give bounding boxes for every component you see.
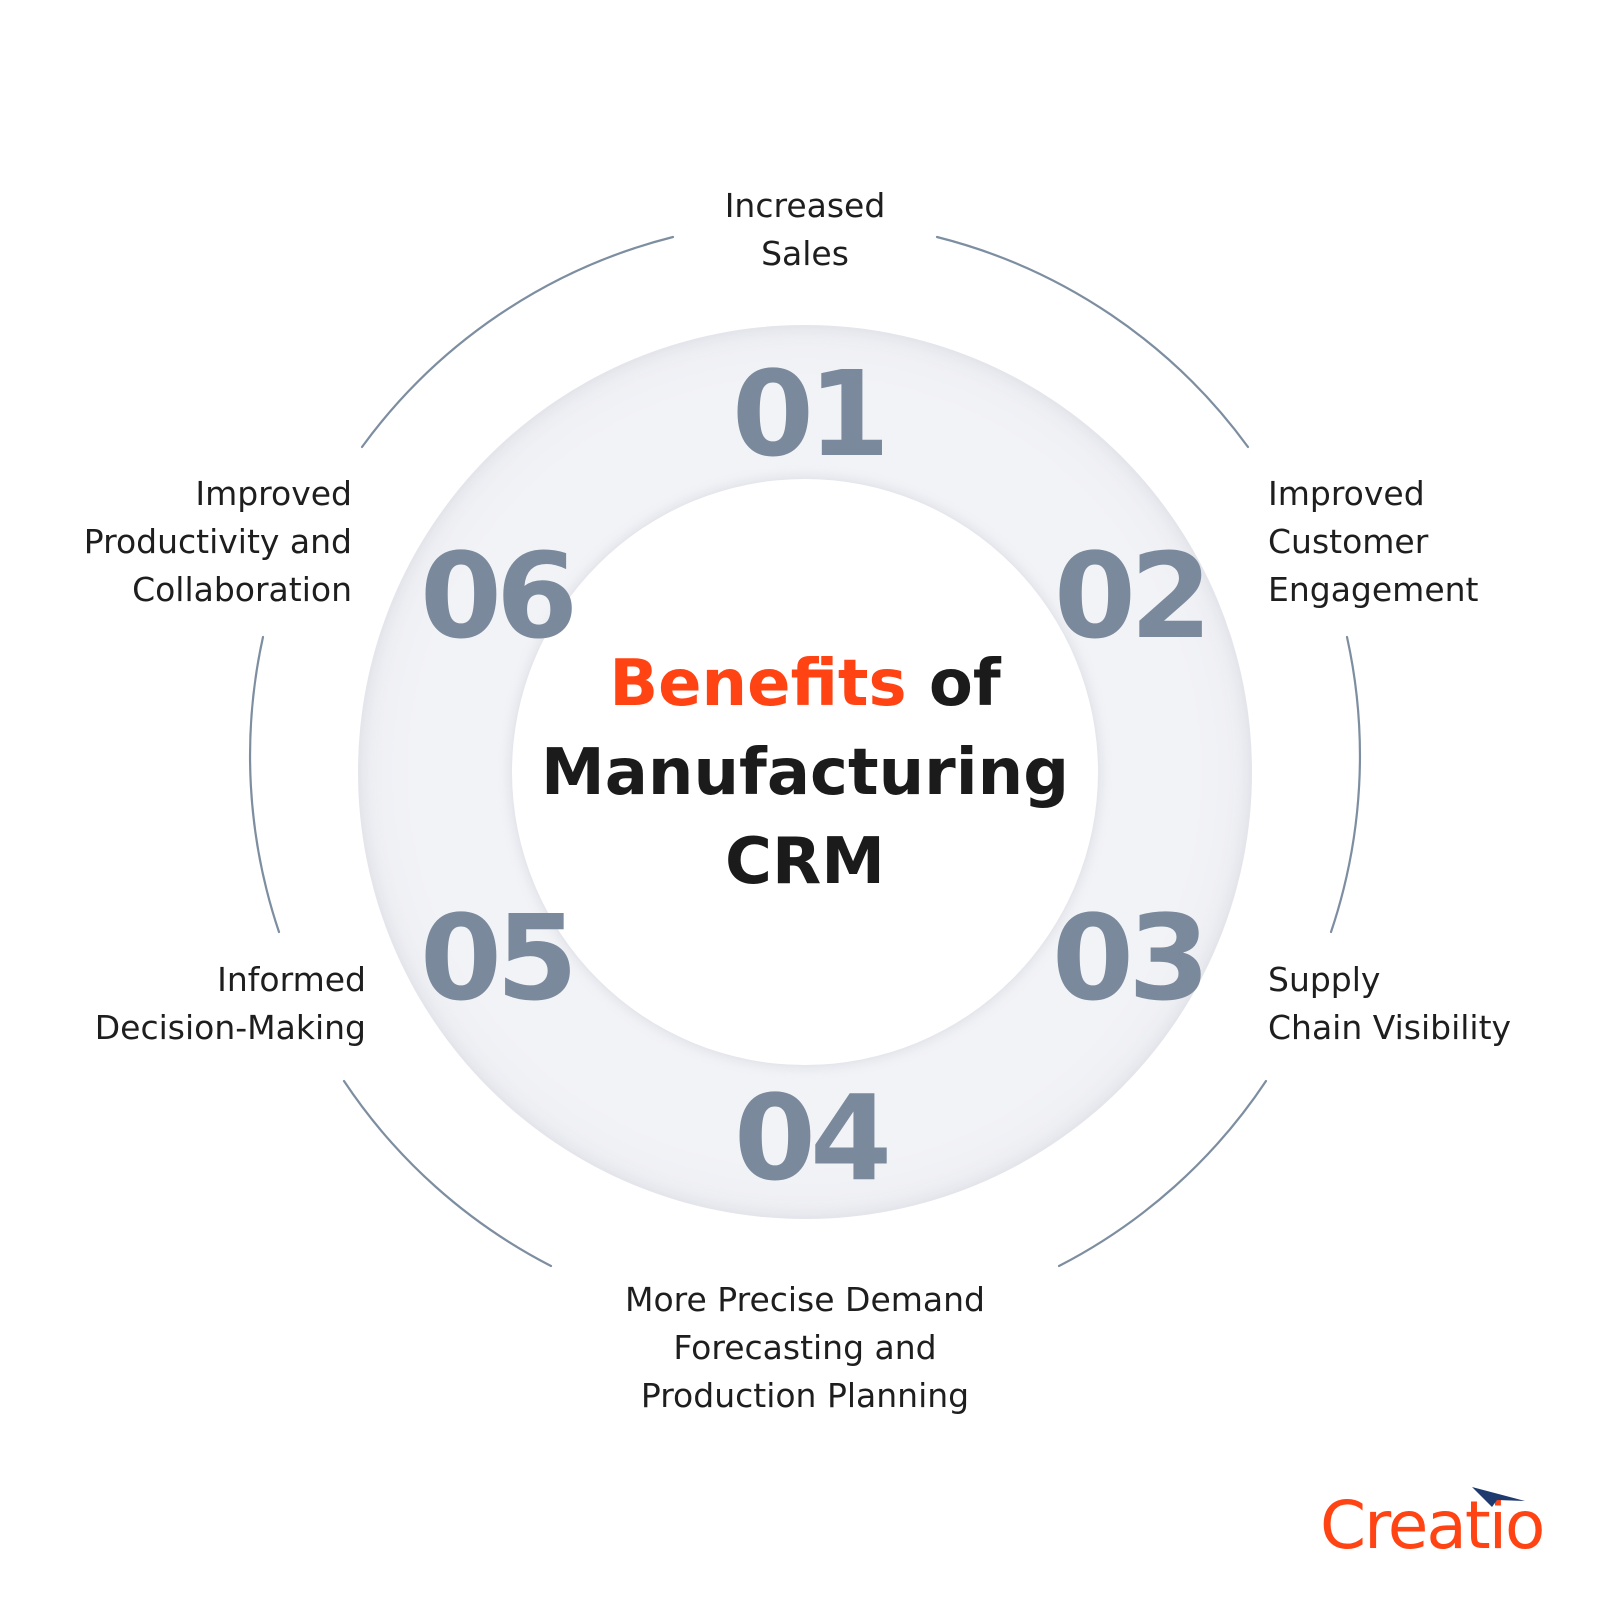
creatio-logo: Creatio bbox=[1320, 1485, 1570, 1565]
arc-01-02 bbox=[935, 235, 1250, 449]
arc-04-05 bbox=[342, 1079, 553, 1268]
number-03: 03 bbox=[1051, 889, 1210, 1027]
benefit-label-06: Improved Productivity and Collaboration bbox=[83, 474, 352, 609]
page-title: Benefits of Manufacturing CRM bbox=[505, 640, 1105, 907]
logo-text: Creatio bbox=[1320, 1487, 1545, 1564]
title-of: of bbox=[906, 647, 1001, 721]
number-04: 04 bbox=[733, 1069, 892, 1207]
number-05: 05 bbox=[419, 889, 578, 1027]
benefit-label-03: Supply Chain Visibility bbox=[1268, 960, 1512, 1047]
center-circle bbox=[512, 479, 1098, 1065]
number-06: 06 bbox=[419, 527, 578, 665]
arrow-swoosh-icon bbox=[1472, 1487, 1525, 1507]
title-line-3: CRM bbox=[725, 825, 885, 899]
benefit-label-01: Increased Sales bbox=[724, 186, 886, 273]
arc-05-06 bbox=[249, 635, 281, 934]
benefit-label-05: Informed Decision-Making bbox=[94, 960, 366, 1047]
title-accent-word: Benefits bbox=[609, 647, 907, 721]
arc-06-01 bbox=[360, 235, 675, 449]
benefit-label-02: Improved Customer Engagement bbox=[1268, 474, 1479, 609]
arc-03-04 bbox=[1057, 1079, 1268, 1268]
number-02: 02 bbox=[1053, 527, 1212, 665]
benefit-label-04: More Precise Demand Forecasting and Prod… bbox=[624, 1280, 985, 1415]
title-line-1: Benefits of bbox=[505, 640, 1105, 729]
arc-02-03 bbox=[1329, 635, 1361, 934]
number-01: 01 bbox=[731, 345, 890, 483]
title-line-2: Manufacturing bbox=[541, 736, 1069, 810]
